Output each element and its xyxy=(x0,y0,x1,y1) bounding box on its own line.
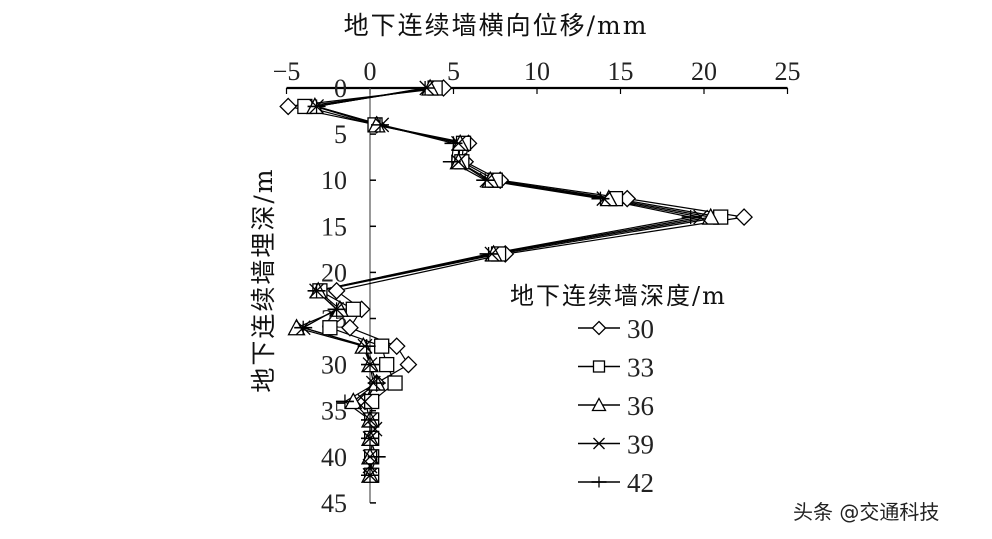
x-tick-label: 15 xyxy=(608,57,634,86)
legend-item-39: 39 xyxy=(578,430,654,460)
series-lines xyxy=(288,87,745,476)
legend-label: 36 xyxy=(627,391,654,421)
x-tick-label: 10 xyxy=(524,57,550,86)
y-tick-label: 45 xyxy=(321,489,347,518)
series-markers-42 xyxy=(294,81,700,483)
x-tick-label: −5 xyxy=(273,57,301,86)
chart-title: 地下连续墙横向位移/mm xyxy=(343,11,649,40)
y-tick-label: 40 xyxy=(321,443,347,472)
series-markers xyxy=(279,78,753,483)
legend-item-42: 42 xyxy=(578,468,654,498)
watermark: 头条 @交通科技 xyxy=(793,500,940,524)
series-markers-30 xyxy=(279,79,753,411)
x-tick-label: 20 xyxy=(691,57,717,86)
series-markers-36 xyxy=(287,78,720,483)
y-tick-label: 30 xyxy=(321,351,347,380)
x-tick-label: 5 xyxy=(447,57,460,86)
y-tick-label: 5 xyxy=(334,120,347,149)
y-tick-label: 0 xyxy=(334,74,347,103)
legend-item-30: 30 xyxy=(578,314,654,344)
legend-label: 33 xyxy=(627,353,654,383)
series-line-30 xyxy=(288,87,745,402)
y-tick-label: 20 xyxy=(321,258,347,287)
legend: 30 33 36 39 42 xyxy=(578,314,654,498)
x-tick-label: 25 xyxy=(775,57,801,86)
legend-label: 30 xyxy=(627,314,654,344)
y-tick-label: 15 xyxy=(321,212,347,241)
legend-label: 39 xyxy=(627,430,654,460)
legend-label: 42 xyxy=(627,468,654,498)
legend-item-33: 33 xyxy=(578,353,654,383)
x-tick-label: 0 xyxy=(364,57,377,86)
legend-title: 地下连续墙深度/m xyxy=(510,282,727,310)
legend-item-36: 36 xyxy=(578,391,654,421)
y-tick-label: 10 xyxy=(321,166,347,195)
